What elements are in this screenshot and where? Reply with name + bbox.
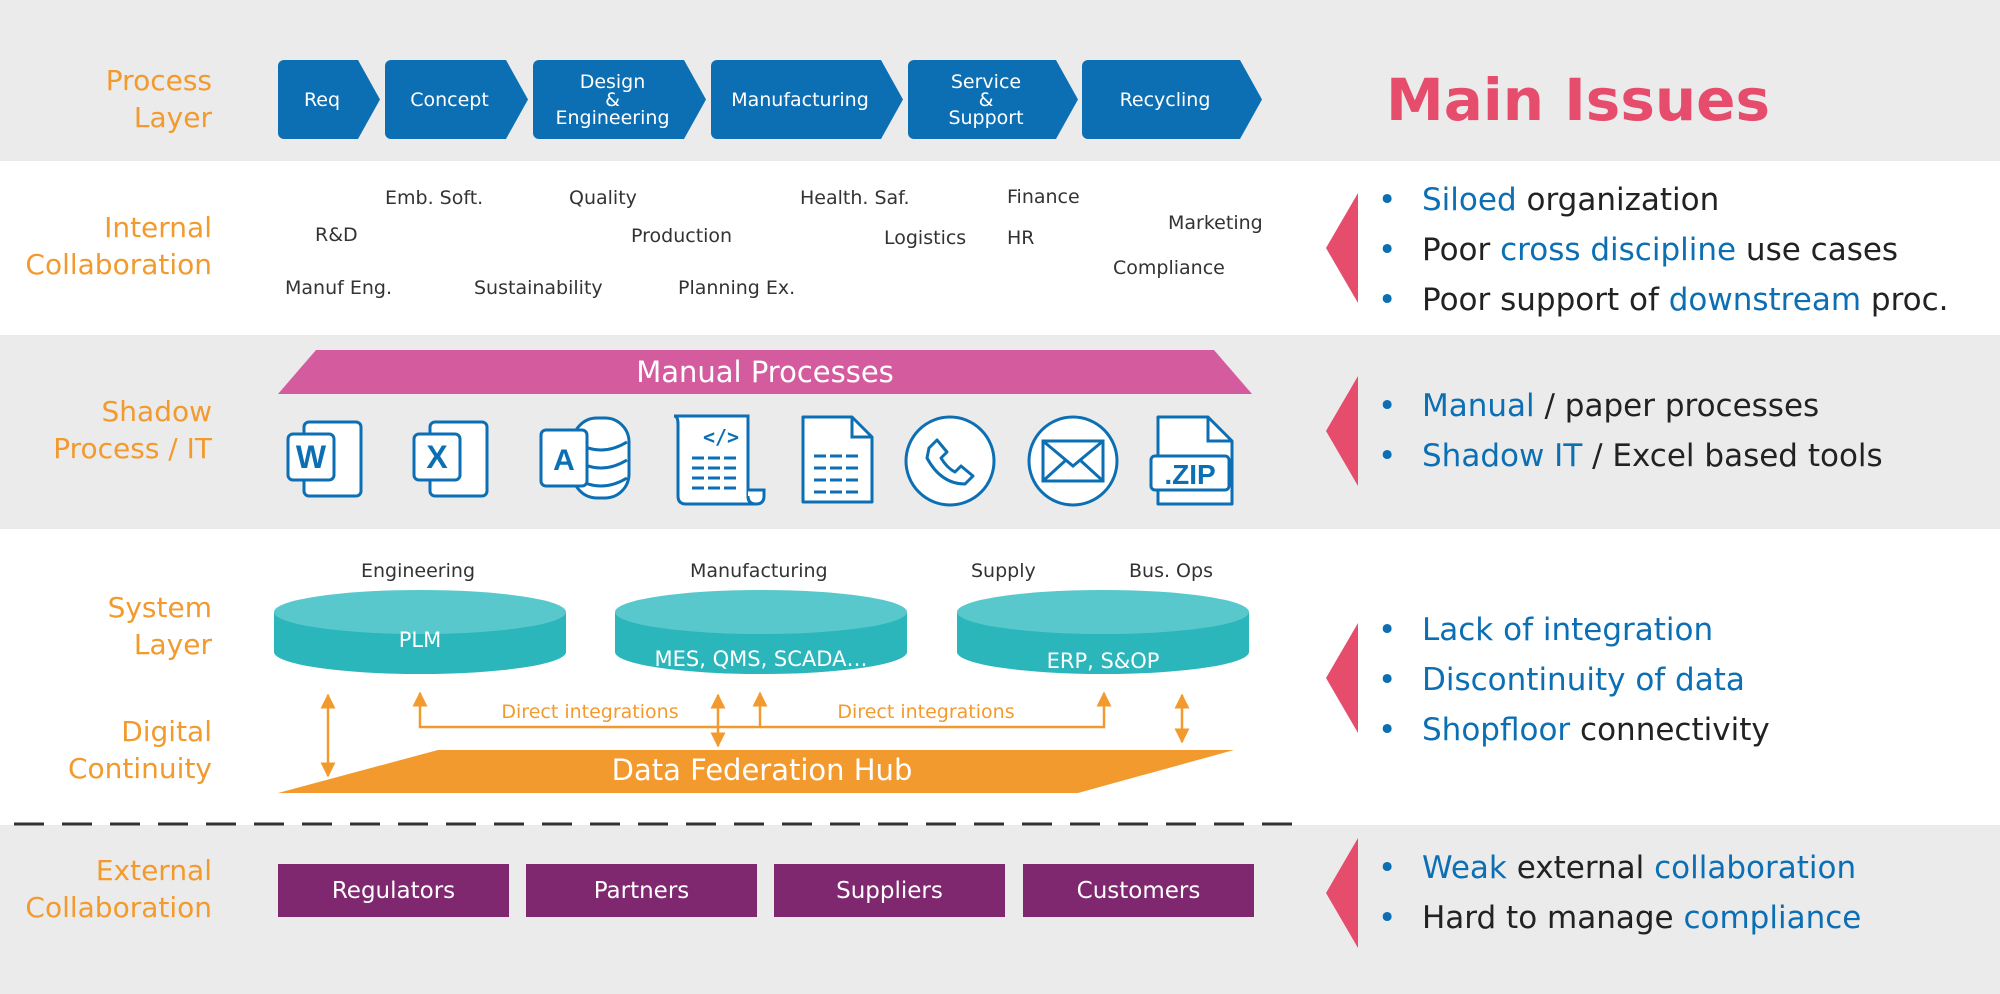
domain-manufacturing: Manufacturing xyxy=(690,560,828,582)
zip-file-icon: .ZIP xyxy=(1149,415,1234,506)
role-marketing: Marketing xyxy=(1168,212,1263,234)
code-document-icon: </> xyxy=(673,414,766,506)
issue-item: Hard to manage compliance xyxy=(1378,893,1861,943)
issue-text: Poor support of xyxy=(1422,282,1669,318)
issue-highlight: cross discipline xyxy=(1500,232,1737,268)
svg-text:.ZIP: .ZIP xyxy=(1164,459,1215,490)
role-manuf-eng: Manuf Eng. xyxy=(285,277,392,299)
internal-issues-pointer xyxy=(1326,193,1358,303)
issue-text: use cases xyxy=(1736,232,1899,268)
role-finance: Finance xyxy=(1007,186,1080,208)
domain-supply: Supply xyxy=(971,560,1036,582)
svg-text:X: X xyxy=(426,439,448,475)
plm-database: PLM xyxy=(274,590,566,674)
issue-item: Discontinuity of data xyxy=(1378,655,1770,705)
issue-highlight: Manual xyxy=(1422,388,1535,424)
svg-text:</>: </> xyxy=(703,425,739,449)
svg-text:ERP, S&OP: ERP, S&OP xyxy=(1047,649,1160,673)
role-rnd: R&D xyxy=(315,224,358,246)
data-federation-hub xyxy=(278,750,1234,793)
role-emb-soft: Emb. Soft. xyxy=(385,187,484,209)
role-compliance: Compliance xyxy=(1113,257,1225,279)
issue-highlight: collaboration xyxy=(1654,850,1857,886)
role-hr: HR xyxy=(1007,227,1035,249)
process-step-concept: Concept xyxy=(385,60,528,139)
svg-text:W: W xyxy=(296,439,327,475)
issue-highlight: compliance xyxy=(1683,900,1862,936)
external-issues-list: Weak external collaborationHard to manag… xyxy=(1378,843,1861,943)
data-federation-hub-label: Data Federation Hub xyxy=(612,753,913,787)
shadow-issues-list: Manual / paper processesShadow IT / Exce… xyxy=(1378,381,1883,481)
direct-integrations-label-2: Direct integrations xyxy=(837,701,1014,723)
issue-text: proc. xyxy=(1861,282,1949,318)
issue-item: Shopfloor connectivity xyxy=(1378,705,1770,755)
system-issues-list: Lack of integrationDiscontinuity of data… xyxy=(1378,605,1770,755)
document-icon xyxy=(801,415,874,504)
erp-sop-database: ERP, S&OP xyxy=(957,590,1249,674)
domain-engineering: Engineering xyxy=(361,560,475,582)
issue-highlight: Shopfloor xyxy=(1422,712,1571,748)
svg-text:MES, QMS, SCADA…: MES, QMS, SCADA… xyxy=(655,647,868,671)
layer-divider xyxy=(14,822,1300,826)
process-step-service-support: Service&Support xyxy=(908,60,1078,139)
system-diagram: Data Federation Hub PLM MES, QMS, SCADA…… xyxy=(274,590,1249,793)
domain-bus-ops: Bus. Ops xyxy=(1129,560,1213,582)
issue-text: / Excel based tools xyxy=(1582,438,1883,474)
process-step-manufacturing: Manufacturing xyxy=(711,60,903,139)
external-partners: Partners xyxy=(526,864,757,917)
issue-highlight: Discontinuity of data xyxy=(1422,662,1745,698)
svg-text:PLM: PLM xyxy=(399,628,441,652)
word-icon: W xyxy=(286,420,363,498)
issue-text: Hard to manage xyxy=(1422,900,1684,936)
svg-text:A: A xyxy=(553,444,575,477)
external-suppliers: Suppliers xyxy=(774,864,1005,917)
issue-text: connectivity xyxy=(1570,712,1770,748)
access-database-icon: A xyxy=(539,416,631,500)
internal-issues-list: Siloed organizationPoor cross discipline… xyxy=(1378,175,1949,325)
manual-processes-banner: Manual Processes xyxy=(278,350,1252,394)
process-step-design-engineering: Design&Engineering xyxy=(533,60,706,139)
external-regulators: Regulators xyxy=(278,864,509,917)
issue-item: Shadow IT / Excel based tools xyxy=(1378,431,1883,481)
external-customers: Customers xyxy=(1023,864,1254,917)
phone-icon xyxy=(904,415,996,507)
issue-text: external xyxy=(1506,850,1655,886)
excel-icon: X xyxy=(412,420,489,498)
mes-qms-scada-database: MES, QMS, SCADA… xyxy=(615,590,907,674)
issue-item: Poor cross discipline use cases xyxy=(1378,225,1949,275)
issue-text: / paper processes xyxy=(1534,388,1820,424)
process-step-recycling: Recycling xyxy=(1082,60,1262,139)
issue-highlight: Siloed xyxy=(1422,182,1517,218)
issue-highlight: Weak xyxy=(1422,850,1507,886)
direct-integrations-label-1: Direct integrations xyxy=(501,701,678,723)
issue-highlight: Lack of integration xyxy=(1422,612,1714,648)
role-production: Production xyxy=(631,225,733,247)
issue-item: Manual / paper processes xyxy=(1378,381,1883,431)
issue-highlight: Shadow IT xyxy=(1422,438,1583,474)
process-step-req: Req xyxy=(278,60,380,139)
role-quality: Quality xyxy=(569,187,637,209)
issue-item: Siloed organization xyxy=(1378,175,1949,225)
issue-item: Poor support of downstream proc. xyxy=(1378,275,1949,325)
issue-highlight: downstream xyxy=(1668,282,1862,318)
issue-text: Poor xyxy=(1422,232,1501,268)
system-issues-pointer xyxy=(1326,623,1358,733)
role-sustainability: Sustainability xyxy=(474,277,603,299)
issue-text: organization xyxy=(1516,182,1720,218)
role-health-safety: Health. Saf. xyxy=(800,187,910,209)
issue-item: Weak external collaboration xyxy=(1378,843,1861,893)
role-logistics: Logistics xyxy=(884,227,967,249)
issue-item: Lack of integration xyxy=(1378,605,1770,655)
mail-icon xyxy=(1027,415,1119,507)
role-planning-ex: Planning Ex. xyxy=(678,277,796,299)
main-issues-title: Main Issues xyxy=(1386,66,1770,134)
